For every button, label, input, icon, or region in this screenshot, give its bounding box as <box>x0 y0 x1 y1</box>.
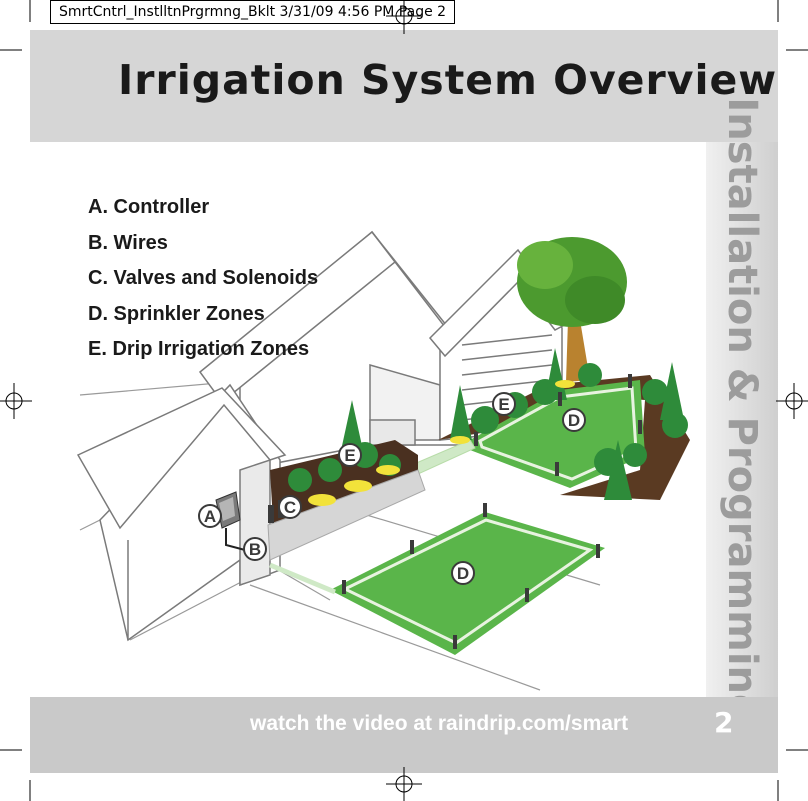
callout-e-front: E <box>338 443 362 467</box>
legend-item-drip-zones: E. Drip Irrigation Zones <box>88 338 310 360</box>
registration-mark-left <box>0 383 32 419</box>
callout-e-front-label: E <box>344 446 355 465</box>
callout-c: C <box>278 495 302 519</box>
legend-item-wires: B. Wires <box>88 231 168 254</box>
callout-a: A <box>198 504 222 528</box>
tree <box>517 237 627 382</box>
callout-b-label: B <box>249 540 261 559</box>
controller-box <box>215 491 246 551</box>
callout-d-back: D <box>562 408 586 432</box>
callout-e-back-label: E <box>498 395 509 414</box>
component-legend: A. Controller B. Wires C. Valves and Sol… <box>88 195 318 373</box>
page-number: 2 <box>714 706 734 739</box>
print-slug-line: SmrtCntrl_InstlltnPrgrmng_Bklt 3/31/09 4… <box>50 0 456 24</box>
callout-e-back: E <box>492 392 516 416</box>
shrubs <box>288 348 688 500</box>
legend-item-valves: C. Valves and Solenoids <box>88 267 319 289</box>
registration-mark-right <box>776 383 808 419</box>
legend-item-controller: A. Controller <box>88 196 210 218</box>
page-title: Irrigation System Overview <box>118 56 778 104</box>
callout-a-label: A <box>204 507 216 526</box>
title-band <box>30 30 778 142</box>
footer-link-text: watch the video at raindrip.com/smart <box>250 712 629 735</box>
callout-c-label: C <box>284 498 296 517</box>
footer-band <box>30 697 778 773</box>
callout-b: B <box>243 537 267 561</box>
callout-d-front: D <box>451 561 475 585</box>
callout-d-front-label: D <box>457 564 469 583</box>
sprinkler-heads <box>342 374 642 649</box>
legend-item-sprinkler-zones: D. Sprinkler Zones <box>88 302 265 325</box>
registration-mark-bottom <box>386 767 422 801</box>
flowers <box>308 380 575 506</box>
registration-mark-top <box>386 0 422 34</box>
callout-d-back-label: D <box>568 411 580 430</box>
side-band <box>706 142 778 697</box>
